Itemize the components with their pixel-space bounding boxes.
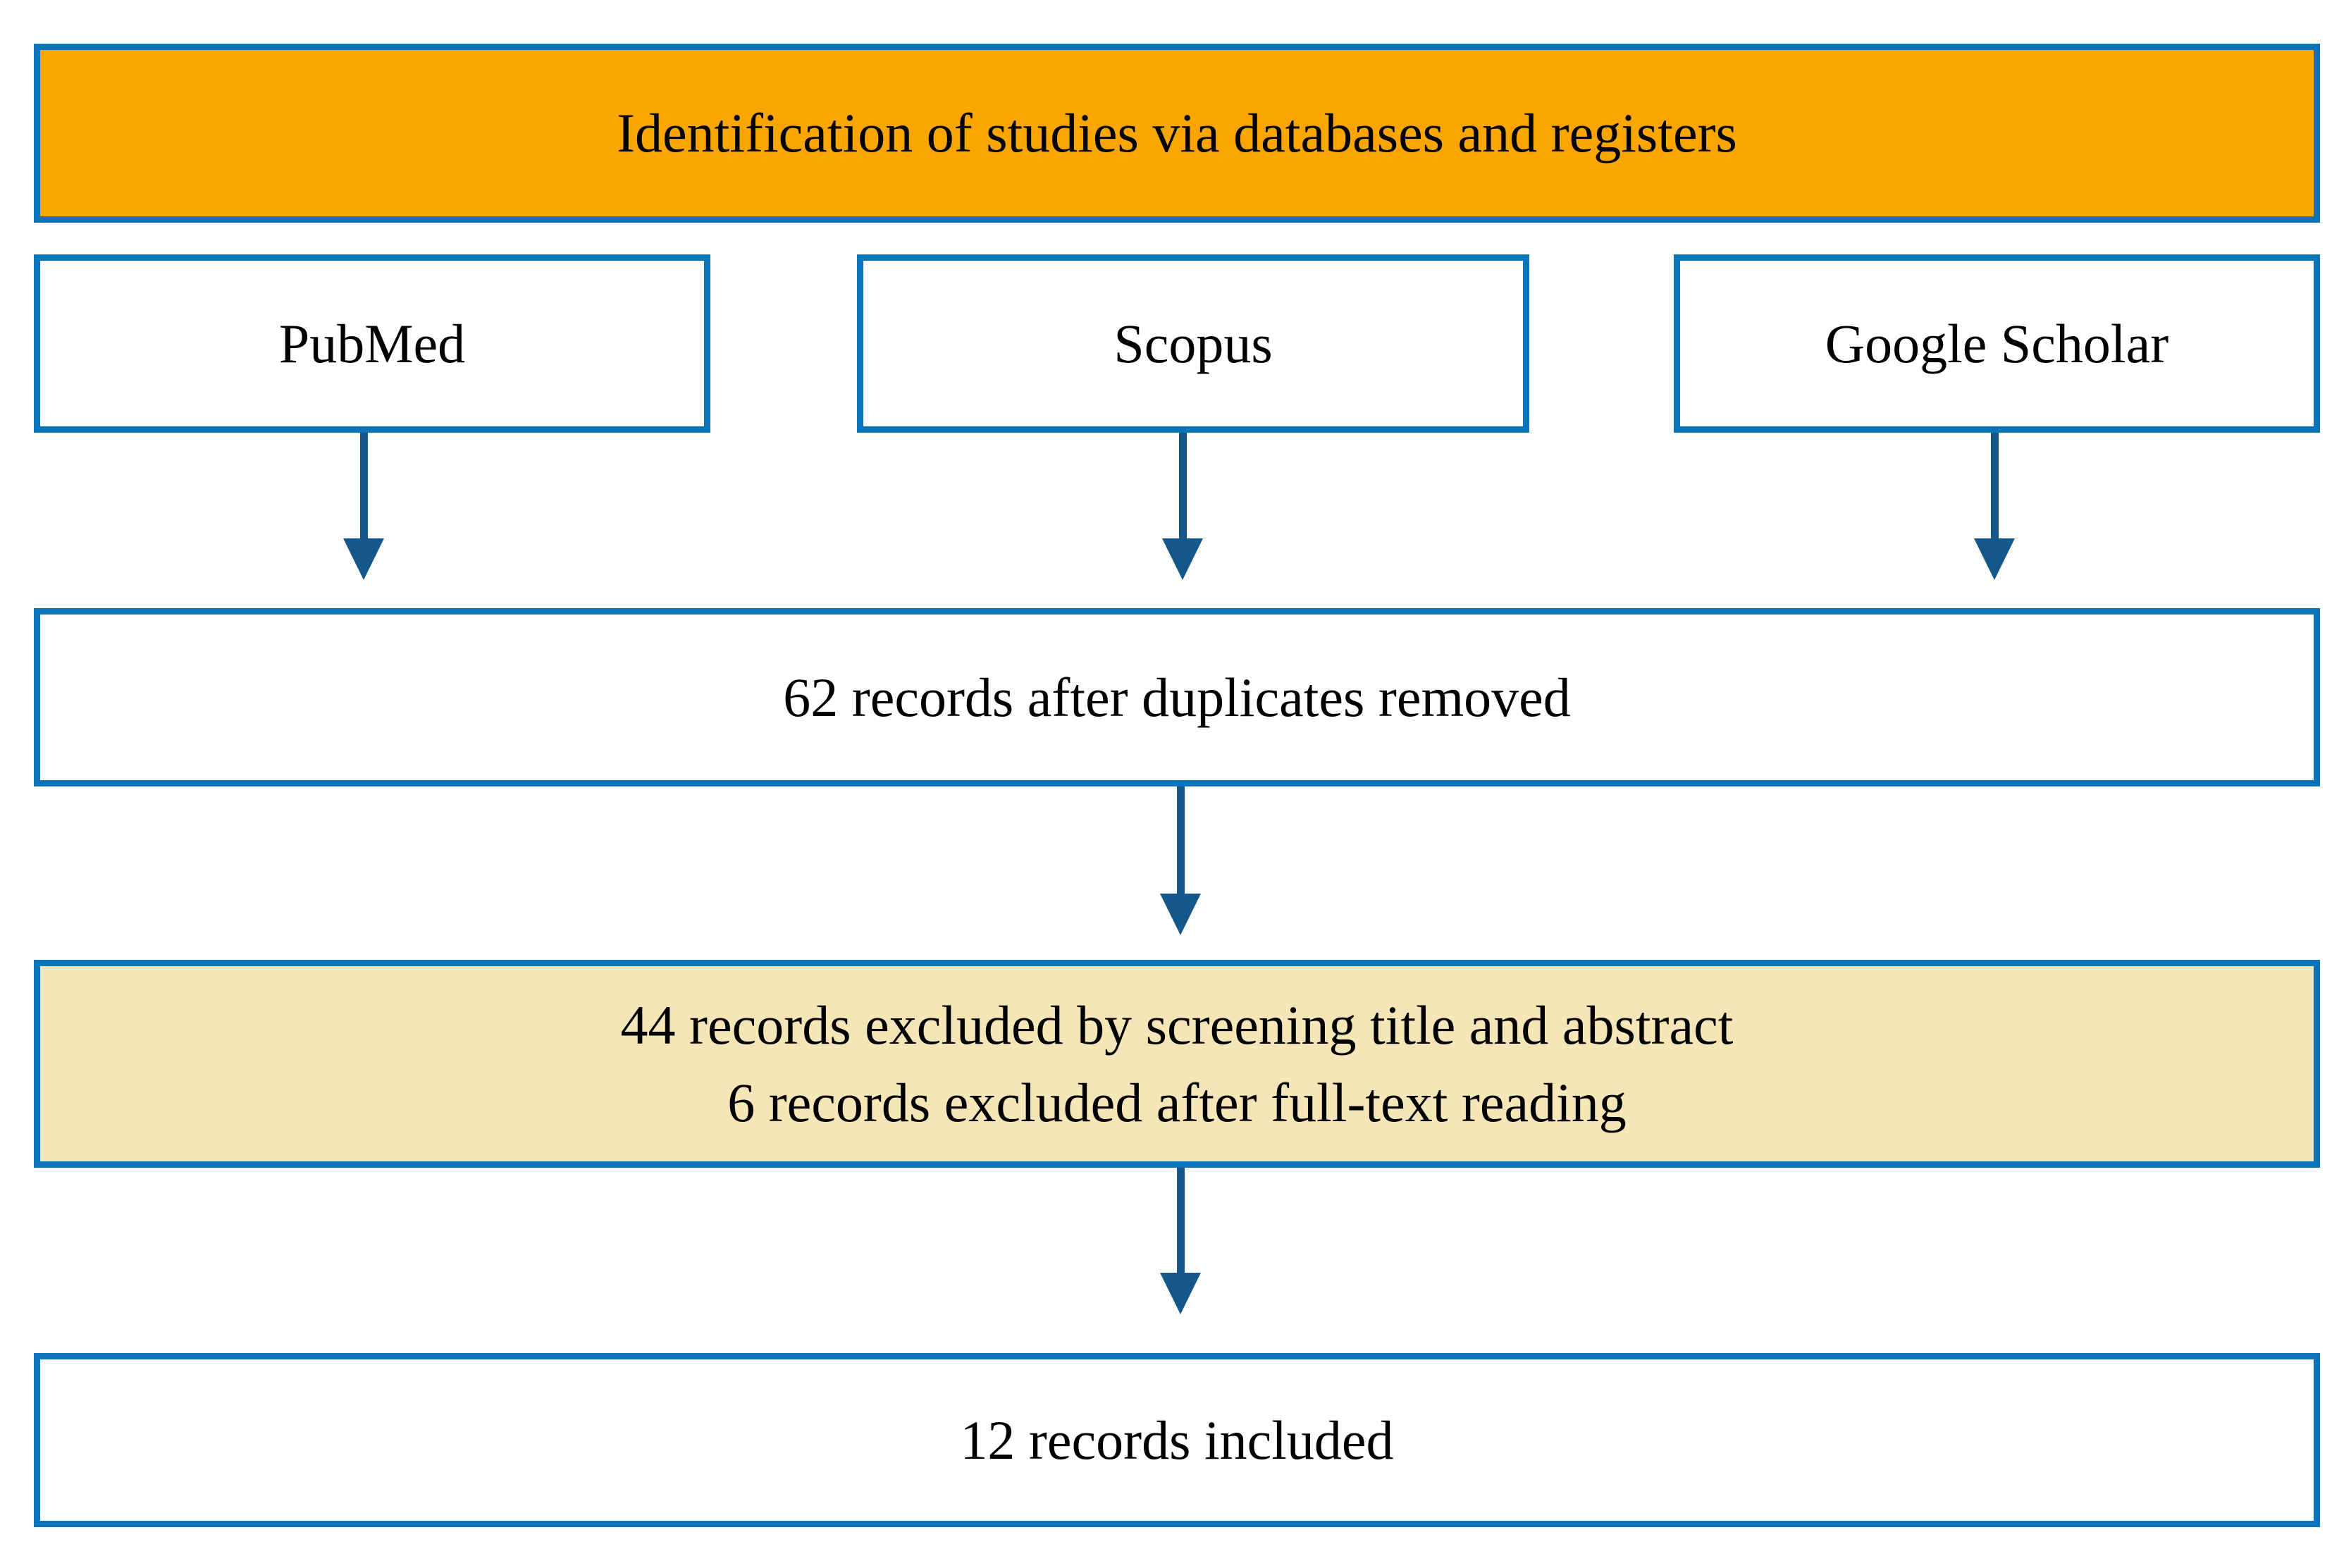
excluded-box: 44 records excluded by screening title a… [34,960,2320,1168]
source-label-scopus: Scopus [1113,312,1273,374]
arrow-stem [1176,786,1185,894]
source-box-pubmed: PubMed [34,254,710,433]
source-box-scopus: Scopus [857,254,1529,433]
source-box-google-scholar: Google Scholar [1674,254,2320,433]
dedup-box: 62 records after duplicates removed [34,608,2320,786]
arrow-stem [1178,433,1187,538]
header-title: Identification of studies via databases … [617,102,1737,164]
down-arrow-icon-scopus [1162,433,1203,580]
arrow-head [1162,538,1203,580]
down-arrow-icon-pubmed [343,433,384,580]
excluded-line-2: 6 records excluded after full-text readi… [727,1071,1627,1133]
source-label-google-scholar: Google Scholar [1825,312,2169,374]
included-box: 12 records included [34,1353,2320,1527]
dedup-label: 62 records after duplicates removed [783,666,1571,728]
arrow-head [1160,1273,1201,1314]
down-arrow-icon-google-scholar [1974,433,2015,580]
down-arrow-icon-dedup-to-excluded [1160,786,1201,935]
arrow-head [343,538,384,580]
arrow-head [1974,538,2015,580]
included-label: 12 records included [960,1409,1394,1471]
down-arrow-icon-excluded-to-included [1160,1168,1201,1314]
arrow-head [1160,894,1201,935]
arrow-stem [1990,433,1999,538]
header-box: Identification of studies via databases … [34,44,2320,223]
arrow-stem [1176,1168,1185,1273]
arrow-stem [359,433,368,538]
excluded-line-1: 44 records excluded by screening title a… [620,994,1734,1056]
source-label-pubmed: PubMed [278,312,466,374]
